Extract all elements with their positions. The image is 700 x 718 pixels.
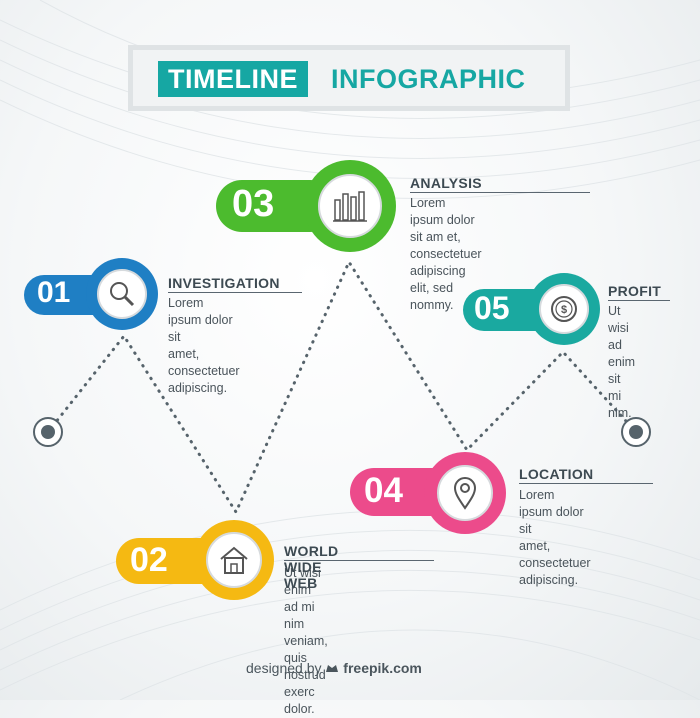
step-02-rule [284, 560, 434, 561]
timeline-end-dot [621, 417, 651, 447]
step-02-heading: WORLD WIDE WEB [284, 543, 339, 591]
title-part2: INFOGRAPHIC [331, 64, 526, 94]
step-05-heading: PROFIT [608, 283, 662, 299]
timeline-start-dot [33, 417, 63, 447]
house-icon [206, 532, 262, 588]
title-part1: TIMELINE [158, 61, 308, 97]
step-03-text: Lorem ipsum dolor sit am et,consectetuer… [410, 196, 482, 312]
credit-brand: freepik.com [343, 660, 422, 676]
step-05-rule [608, 300, 670, 301]
step-04-heading: LOCATION [519, 466, 594, 482]
step-03-rule [410, 192, 590, 193]
step-03-number: 03 [232, 183, 275, 225]
timeline-path [46, 258, 638, 516]
background-lines [0, 0, 700, 700]
step-05-number: 05 [474, 290, 510, 326]
step-04-rule [519, 483, 653, 484]
location-pin-icon [437, 465, 493, 521]
step-01-number: 01 [37, 276, 71, 309]
svg-text:$: $ [561, 304, 567, 316]
freepik-logo-icon [325, 661, 339, 673]
bar-chart-icon [318, 174, 382, 238]
step-01-rule [168, 292, 302, 293]
credit-line: designed by freepik.com [246, 660, 422, 676]
credit-prefix: designed by [246, 660, 322, 676]
title-banner: TIMELINE INFOGRAPHIC [128, 45, 570, 111]
step-03-heading: ANALYSIS [410, 175, 482, 191]
coin-icon: $ [539, 284, 589, 334]
step-04-number: 04 [364, 471, 403, 510]
step-02-number: 02 [130, 541, 168, 579]
step-01-heading: INVESTIGATION [168, 275, 280, 291]
magnifier-icon [97, 269, 147, 319]
